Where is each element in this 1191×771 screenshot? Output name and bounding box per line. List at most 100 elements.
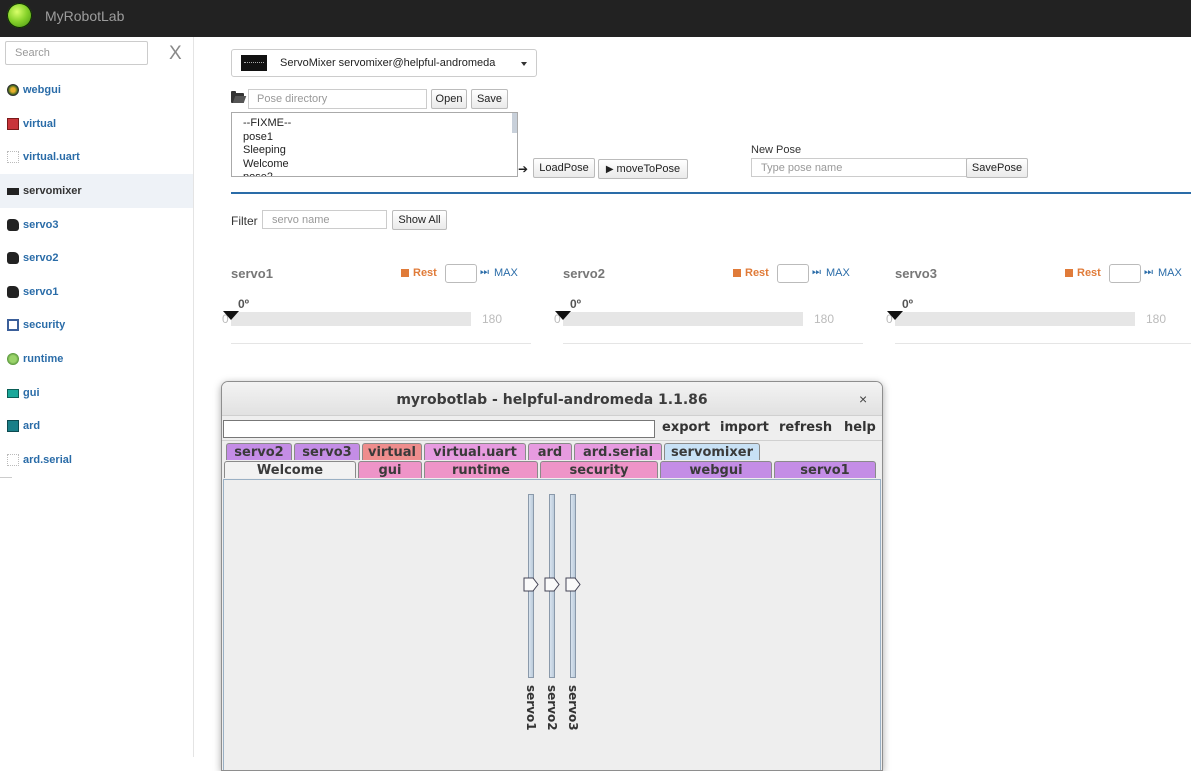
tab-webgui[interactable]: webgui [660, 461, 772, 478]
swing-gui-window: myrobotlab - helpful-andromeda 1.1.86 × … [221, 381, 883, 771]
sidebar-item-servo2[interactable]: servo2 [0, 241, 193, 275]
sidebar-item-gui[interactable]: gui [0, 376, 193, 410]
slider-thumb[interactable] [544, 577, 560, 592]
myrobotlab-logo-icon[interactable] [7, 3, 32, 28]
globe-icon [7, 84, 19, 96]
sidebar-item-label: webgui [23, 84, 61, 96]
search-input[interactable] [5, 41, 148, 65]
servo-name: servo2 [563, 266, 605, 281]
clear-search-button[interactable]: X [169, 43, 182, 64]
tab-virtual[interactable]: virtual [362, 443, 422, 460]
sidebar-item-servo1[interactable]: servo1 [0, 275, 193, 309]
sidebar-item-runtime[interactable]: runtime [0, 342, 193, 376]
tab-virtual-uart[interactable]: virtual.uart [424, 443, 526, 460]
rest-button[interactable]: Rest [745, 267, 769, 279]
open-button[interactable]: Open [431, 89, 467, 109]
slider-handle[interactable] [887, 311, 903, 320]
stop-icon[interactable] [733, 269, 741, 277]
savepose-button[interactable]: SavePose [966, 158, 1028, 178]
sidebar-item-label: virtual [23, 118, 57, 130]
sidebar-item-servo3[interactable]: servo3 [0, 208, 193, 242]
tab-gui[interactable]: gui [358, 461, 422, 478]
slider-label: servo3 [566, 685, 580, 731]
sidebar-divider [0, 477, 12, 478]
tab-welcome[interactable]: Welcome [224, 461, 356, 478]
tab-ard-serial[interactable]: ard.serial [574, 443, 662, 460]
service-select[interactable]: ServoMixer servomixer@helpful-andromeda [231, 49, 537, 77]
speed-input[interactable] [777, 264, 809, 283]
max-button[interactable]: MAX [494, 267, 518, 279]
save-button[interactable]: Save [471, 89, 508, 109]
max-button[interactable]: MAX [1158, 267, 1182, 279]
pose-list[interactable]: --FIXME-- pose1 Sleeping Welcome pose2 [231, 112, 518, 177]
slider-handle[interactable] [555, 311, 571, 320]
sidebar-item-webgui[interactable]: webgui [0, 73, 193, 107]
brand-title[interactable]: MyRobotLab [45, 8, 125, 24]
stop-icon[interactable] [1065, 269, 1073, 277]
loadpose-button[interactable]: LoadPose [533, 158, 595, 178]
filter-label: Filter [231, 214, 258, 228]
sidebar-item-ard-serial[interactable]: ard.serial [0, 443, 193, 477]
monitor-icon [7, 388, 19, 398]
tab-servo3[interactable]: servo3 [294, 443, 360, 460]
new-pose-label: New Pose [751, 144, 802, 156]
sidebar-item-label: security [23, 319, 66, 331]
sidebar-item-label: ard [23, 420, 41, 432]
slider-handle[interactable] [223, 311, 239, 320]
sidebar-item-label: runtime [23, 353, 64, 365]
position-slider[interactable] [887, 311, 1135, 326]
sidebar-item-servomixer[interactable]: servomixer [0, 174, 193, 208]
lock-icon [7, 319, 19, 331]
fast-forward-icon[interactable]: ⏭ [1144, 267, 1153, 278]
export-menu[interactable]: export [662, 420, 711, 435]
refresh-menu[interactable]: refresh [779, 420, 833, 435]
servo-card-servo1: servo1 Rest ⏭ MAX 0º 0 180 [222, 260, 531, 344]
rest-button[interactable]: Rest [1077, 267, 1101, 279]
new-pose-input[interactable] [751, 158, 967, 177]
tab-servo2[interactable]: servo2 [226, 443, 292, 460]
show-all-button[interactable]: Show All [392, 210, 447, 230]
fast-forward-icon[interactable]: ⏭ [812, 267, 821, 278]
servo-filter-input[interactable] [262, 210, 387, 229]
rest-button[interactable]: Rest [413, 267, 437, 279]
movetopose-button[interactable]: ▶ moveToPose [598, 159, 688, 179]
tab-servomixer[interactable]: servomixer [664, 443, 760, 460]
max-button[interactable]: MAX [826, 267, 850, 279]
servomixer-icon [241, 55, 267, 71]
servo-name: servo3 [895, 266, 937, 281]
speed-input[interactable] [1109, 264, 1141, 283]
virtual-arduino-icon [7, 118, 19, 130]
list-item[interactable]: pose1 [243, 130, 273, 143]
arrow-right-icon: ➔ [518, 162, 529, 176]
list-scrollbar[interactable] [512, 113, 517, 133]
pose-directory-input[interactable] [248, 89, 427, 109]
slider-thumb[interactable] [565, 577, 581, 592]
help-menu[interactable]: help [844, 420, 876, 435]
sidebar-item-ard[interactable]: ard [0, 409, 193, 443]
sidebar-item-label: ard.serial [23, 454, 72, 466]
close-icon[interactable]: × [859, 391, 868, 407]
list-item[interactable]: Sleeping [243, 144, 286, 156]
fast-forward-icon[interactable]: ⏭ [480, 267, 489, 278]
slider-thumb[interactable] [523, 577, 539, 592]
play-icon: ▶ [605, 163, 614, 175]
tab-ard[interactable]: ard [528, 443, 572, 460]
position-slider[interactable] [223, 311, 471, 326]
import-menu[interactable]: import [720, 420, 769, 435]
list-item[interactable]: --FIXME-- [243, 117, 292, 129]
tab-servo1[interactable]: servo1 [774, 461, 876, 478]
position-slider[interactable] [555, 311, 803, 326]
tab-runtime[interactable]: runtime [424, 461, 538, 478]
arduino-icon [7, 420, 19, 432]
stop-icon[interactable] [401, 269, 409, 277]
window-title[interactable]: myrobotlab - helpful-andromeda 1.1.86 [222, 382, 882, 416]
sidebar-item-virtual-uart[interactable]: virtual.uart [0, 140, 193, 174]
swing-search-input[interactable] [223, 420, 655, 438]
list-item[interactable]: pose2 [243, 171, 273, 177]
sidebar-item-security[interactable]: security [0, 308, 193, 342]
servo-icon [7, 219, 19, 231]
sidebar-item-virtual[interactable]: virtual [0, 107, 193, 141]
tab-security[interactable]: security [540, 461, 658, 478]
speed-input[interactable] [445, 264, 477, 283]
list-item[interactable]: Welcome [243, 157, 289, 170]
